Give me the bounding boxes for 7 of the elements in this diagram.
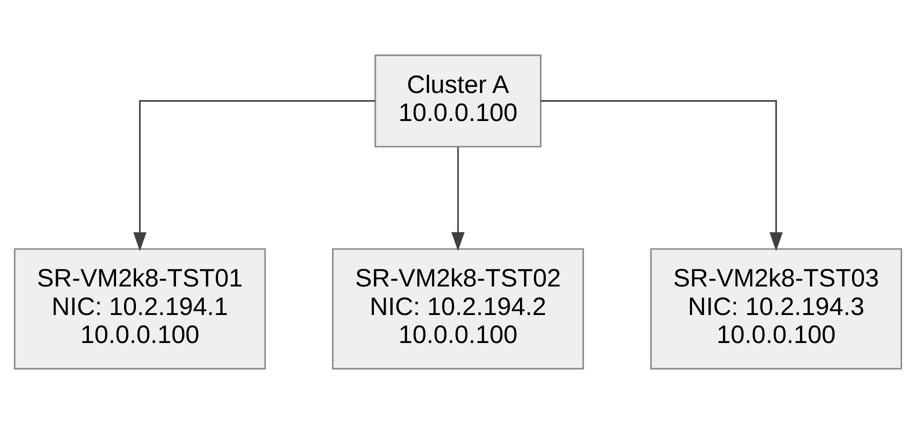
arrow [451,146,465,251]
arrow [540,100,783,251]
node-box: SR-VM2k8-TST02 NIC: 10.2.194.2 10.0.0.100 [332,248,584,369]
arrow [133,100,376,251]
node-box: SR-VM2k8-TST01 NIC: 10.2.194.1 10.0.0.100 [14,248,266,369]
node-box: Cluster A 10.0.0.100 [374,54,542,147]
node-box: SR-VM2k8-TST03 NIC: 10.2.194.3 10.0.0.100 [650,248,902,369]
